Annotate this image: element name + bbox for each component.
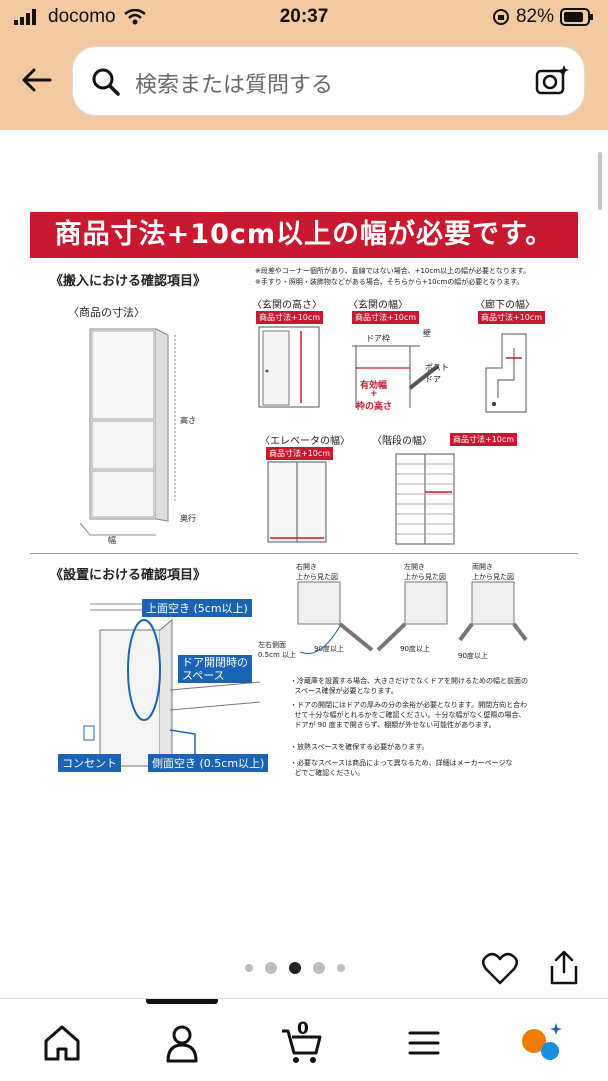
deg90-label-1: 90度以上: [314, 645, 344, 653]
plus-label: +: [370, 389, 378, 399]
tag-genkan-width: 商品寸法+10cm: [352, 311, 420, 324]
search-header: 検索または質問する: [0, 34, 608, 130]
home-icon[interactable]: [40, 1021, 84, 1065]
pager-dot[interactable]: [313, 962, 325, 974]
cart-count: 0: [297, 1019, 309, 1039]
side-space-label: 側面空き (0.5cm以上): [148, 754, 269, 772]
pager-dot[interactable]: [245, 964, 253, 972]
scrollbar[interactable]: [598, 152, 602, 210]
stairs-illustration: [395, 453, 455, 545]
account-icon[interactable]: [160, 1021, 204, 1065]
camera-search-icon[interactable]: [534, 63, 570, 99]
battery-percent: 82%: [515, 6, 554, 27]
note-4: ・必要なスペースは商品によって異なるため、詳細はメーカーページな どでご確認くだ…: [290, 759, 513, 777]
heart-icon[interactable]: [482, 952, 518, 986]
status-bar: docomo 20:37 82%: [0, 0, 608, 34]
genkan-height-illustration: [258, 326, 320, 408]
top-space-label: 上面空き (5cm以上): [142, 599, 252, 617]
note-2: ・ドアの開閉にはドアの厚みの分の余裕が必要となります。開閉方向と合わ せて十分な…: [290, 701, 528, 729]
effective-width-label: 有効幅: [360, 381, 388, 391]
note-3: ・放熱スペースを確保する必要があります。: [290, 743, 429, 751]
product-image-area[interactable]: [0, 130, 608, 998]
elevator-width-label: 〈エレベータの幅〉: [260, 436, 350, 447]
section1-title: 《搬入における確認項目》: [50, 274, 207, 289]
carrier-name: docomo: [48, 6, 116, 27]
orientation-lock-icon: [492, 9, 509, 25]
dim-depth-label: 奥行: [180, 514, 196, 523]
double-open-label: 両開き 上から見た図: [472, 563, 514, 581]
door-open-space-label: ドア開閉時の スペース: [178, 655, 252, 683]
top-view-illustration: [297, 581, 528, 654]
note-1: ・冷蔵庫を設置する場合、大きさだけでなくドアを開けるための幅と前面の スペース確…: [290, 677, 528, 695]
fridge-illustration: [80, 328, 176, 536]
tab-indicator: [146, 999, 218, 1004]
post-label: ポスト: [425, 363, 449, 372]
right-open-label: 右開き 上から見た図: [296, 563, 338, 581]
section1-note-2: ※手すり・照明・装飾物などがある場合、そちらから+10cmの幅が必要となります。: [255, 278, 524, 286]
left-open-label: 左開き 上から見た図: [404, 563, 446, 581]
search-input[interactable]: 検索または質問する: [72, 46, 585, 116]
deg90-label-2: 90度以上: [400, 645, 430, 653]
product-size-label: 〈商品の寸法〉: [68, 306, 145, 319]
clock: 20:37: [279, 6, 329, 27]
tag-elevator-width: 商品寸法+10cm: [266, 447, 334, 460]
search-placeholder: 検索または質問する: [135, 73, 334, 98]
carrier-group: docomo: [14, 6, 146, 28]
dim-height-label: 高さ: [180, 416, 196, 425]
rouka-width-label: 〈廊下の幅〉: [475, 300, 535, 311]
signal-icon: [14, 9, 36, 25]
image-pager[interactable]: [245, 962, 345, 974]
dim-width-label: 幅: [108, 536, 116, 545]
deg90-label-3: 90度以上: [458, 652, 488, 660]
genkan-width-label: 〈玄関の幅〉: [348, 300, 408, 311]
section2-title: 《設置における確認項目》: [50, 568, 207, 583]
rufus-assistant-icon[interactable]: [520, 1021, 564, 1065]
door-label: ドア: [425, 375, 441, 384]
image-banner: 商品寸法+10cm以上の幅が必要です。: [30, 212, 578, 258]
elevator-illustration: [267, 461, 327, 543]
pager-dot[interactable]: [265, 962, 277, 974]
pager-dot-active[interactable]: [289, 962, 301, 974]
frame-height-label: 枠の高さ: [356, 402, 393, 412]
cart-tab[interactable]: 0: [280, 1019, 324, 1065]
cart-icon: [282, 1029, 322, 1063]
door-frame-label: ドア枠: [366, 334, 390, 343]
tag-genkan-height: 商品寸法+10cm: [256, 311, 324, 324]
genkan-height-label: 〈玄関の高さ〉: [252, 300, 322, 311]
tag-rouka-width: 商品寸法+10cm: [478, 311, 546, 324]
wall-label: 壁: [423, 329, 431, 338]
section-divider: [30, 553, 578, 554]
stairs-width-label: 〈階段の幅〉: [372, 436, 432, 447]
wifi-icon: [123, 9, 146, 25]
battery-group: 82%: [492, 6, 594, 28]
genkan-width-illustration: [352, 345, 440, 408]
search-icon: [92, 68, 120, 96]
bottom-tab-bar: 0: [0, 998, 608, 1081]
pager-dot[interactable]: [337, 964, 345, 972]
battery-icon: [560, 8, 593, 26]
rouka-illustration: [485, 333, 527, 413]
outlet-label: コンセント: [58, 754, 121, 772]
tag-stairs-width: 商品寸法+10cm: [450, 433, 518, 446]
back-arrow-icon[interactable]: [18, 62, 54, 98]
menu-icon[interactable]: [402, 1021, 446, 1065]
section1-note-1: ※段差やコーナー個所があり、直線ではない場合、+10cm以上の幅が必要となります…: [255, 267, 531, 275]
share-icon[interactable]: [548, 950, 580, 986]
side-gap-label: 左右側面 0.5cm 以上: [258, 641, 297, 659]
